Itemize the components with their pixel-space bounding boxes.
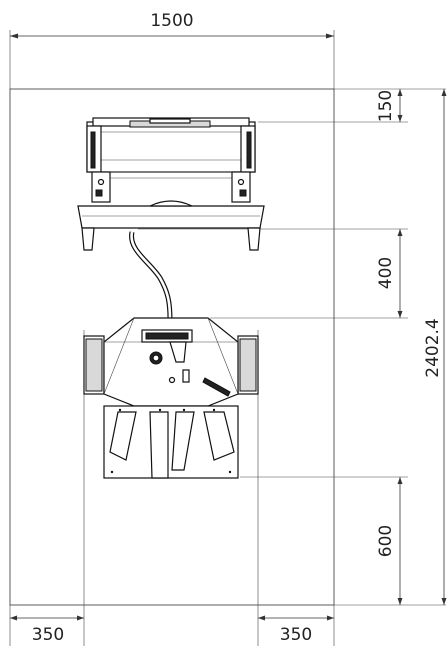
top-unit bbox=[77, 117, 265, 251]
dimension-top-gap: 150 bbox=[258, 88, 408, 123]
cable bbox=[129, 231, 173, 321]
right-offset-label: 350 bbox=[280, 625, 312, 645]
dimension-mid-gap: 400 bbox=[138, 228, 408, 319]
bottom-gap-label: 600 bbox=[376, 525, 396, 557]
dimension-right-offset: 350 bbox=[257, 330, 335, 646]
overall-width-label: 1500 bbox=[150, 11, 193, 31]
footprint-outline bbox=[9, 88, 335, 606]
dimension-overall-width: 1500 bbox=[9, 11, 335, 89]
dimension-left-offset: 350 bbox=[9, 330, 85, 646]
bottom-unit bbox=[83, 317, 259, 479]
dimension-bottom-gap: 600 bbox=[240, 476, 408, 606]
left-offset-label: 350 bbox=[32, 625, 64, 645]
dimension-overall-height: 2402.4 bbox=[408, 88, 447, 606]
top-gap-label: 150 bbox=[376, 90, 396, 122]
mid-gap-label: 400 bbox=[376, 257, 396, 289]
overall-height-label: 2402.4 bbox=[423, 318, 443, 377]
